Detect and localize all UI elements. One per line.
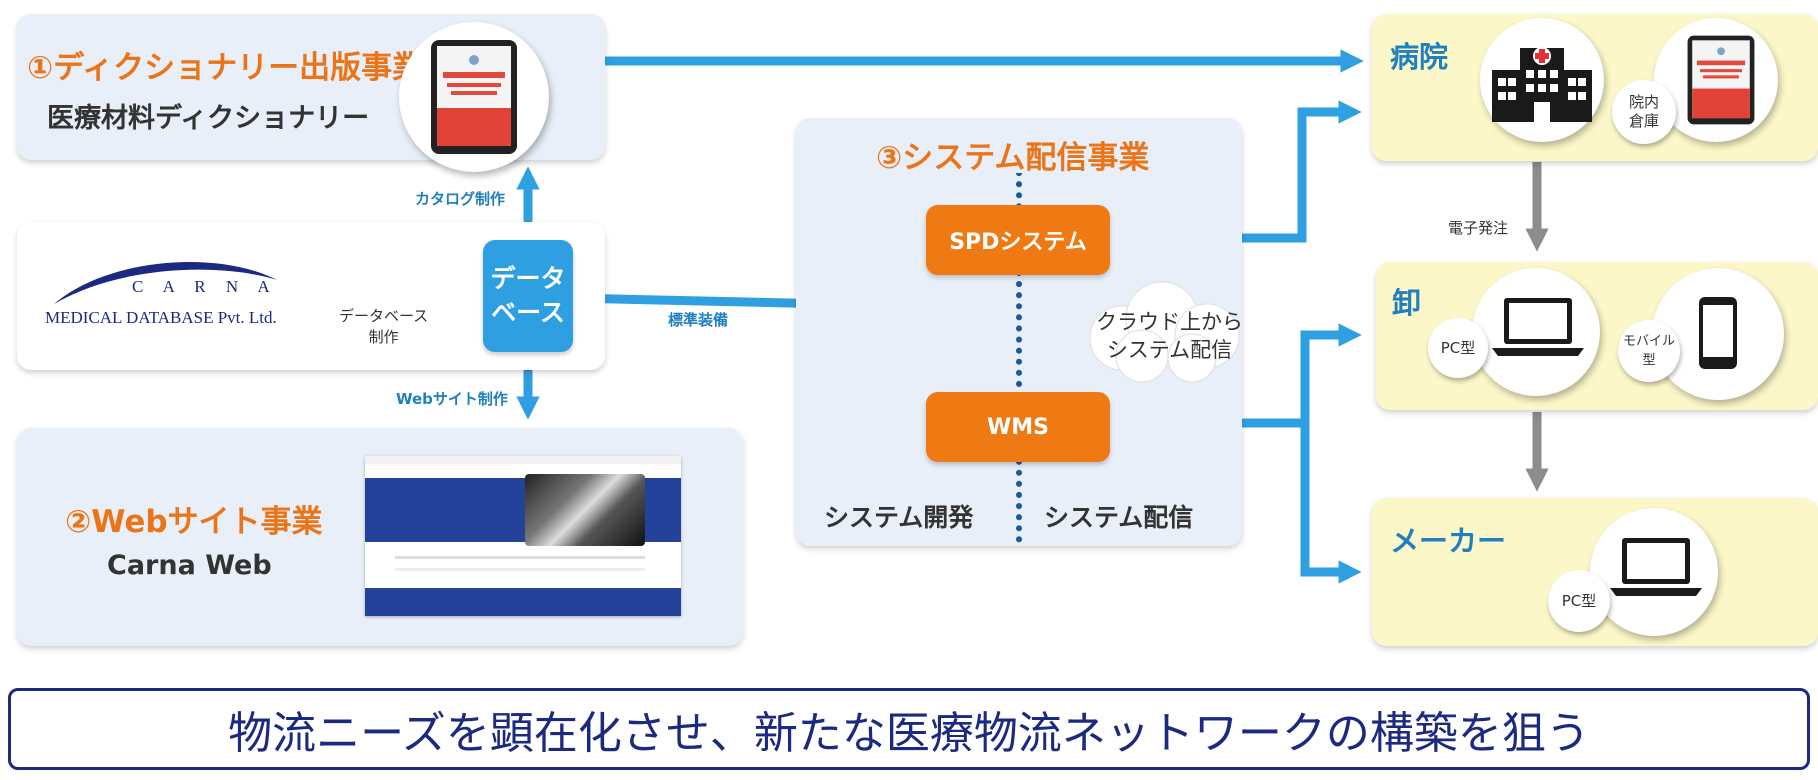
web-business-title: ②Webサイト事業 [65, 504, 323, 540]
wms-box: WMS [926, 392, 1110, 462]
cloud-delivery-label: クラウド上から システム配信 [1096, 310, 1243, 362]
catalog-creation-label: カタログ制作 [415, 190, 506, 208]
maker-pc-circle [1590, 508, 1718, 636]
carna-swoosh-logo [54, 261, 277, 304]
dictionary-business-subtitle: 医療材料ディクショナリー [47, 103, 370, 134]
web-business-subtitle: Carna Web [107, 550, 272, 581]
carna-logo-company: MEDICAL DATABASE Pvt. Ltd. [45, 308, 277, 327]
maker-pc-label: PC型 [1548, 570, 1610, 632]
database-box: データ ベース [483, 240, 573, 352]
spd-system-box: SPDシステム [926, 205, 1110, 275]
system-business-panel: ③システム配信事業 システム開発 システム配信 クラウド上から システム配信 [796, 118, 1243, 546]
website-screenshot [365, 456, 681, 616]
laptop-icon [1492, 298, 1584, 356]
wholesaler-pc-label: PC型 [1428, 318, 1488, 378]
dictionary-business-title: ①ディクショナリー出版事業 [27, 50, 424, 86]
system-business-title: ③システム配信事業 [876, 140, 1150, 176]
tablet-book-icon [431, 40, 517, 154]
wholesaler-mobile-label: モバイル型 [1618, 320, 1680, 382]
wholesaler-pc-circle [1472, 268, 1600, 396]
hospital-circle [1480, 18, 1604, 142]
db-creation-label: データベース 制作 [339, 307, 429, 346]
hospital-storage-circle [1654, 18, 1778, 142]
tablet-circle [399, 22, 549, 172]
website-creation-label: Webサイト制作 [396, 390, 508, 408]
standard-equipment-label: 標準装備 [668, 311, 729, 329]
hospital-label: 病院 [1390, 40, 1449, 74]
wholesaler-label: 卸 [1392, 286, 1422, 320]
system-dev-label: システム開発 [824, 503, 974, 532]
arrow-wms-to-maker [1300, 420, 1362, 584]
wholesaler-panel: 卸 PC型 モバイル型 [1376, 262, 1818, 410]
electronic-order-label: 電子発注 [1448, 219, 1509, 237]
carna-logo-name: C A R N A [132, 277, 278, 296]
maker-label: メーカー [1390, 524, 1507, 558]
footer-banner: 物流ニーズを顕在化させ、新たな医療物流ネットワークの構築を狙う [8, 688, 1810, 770]
hospital-building-icon [1492, 47, 1592, 122]
dictionary-business-panel: ①ディクショナリー出版事業 医療材料ディクショナリー [17, 14, 605, 172]
tablet-book-icon [1687, 35, 1755, 125]
footer-text: 物流ニーズを顕在化させ、新たな医療物流ネットワークの構築を狙う [228, 708, 1590, 759]
laptop-icon [1610, 538, 1702, 596]
hospital-panel: 病院 [1372, 14, 1818, 161]
cloud-icon [1089, 281, 1240, 383]
arrow-wms-to-wholesaler [1300, 323, 1362, 575]
maker-panel: メーカー PC型 [1372, 498, 1818, 646]
hospital-storage-label: 院内 倉庫 [1612, 80, 1676, 144]
smartphone-icon [1699, 297, 1737, 369]
web-business-panel: ②Webサイト事業 Carna Web [17, 428, 743, 646]
system-delivery-label: システム配信 [1044, 503, 1194, 532]
